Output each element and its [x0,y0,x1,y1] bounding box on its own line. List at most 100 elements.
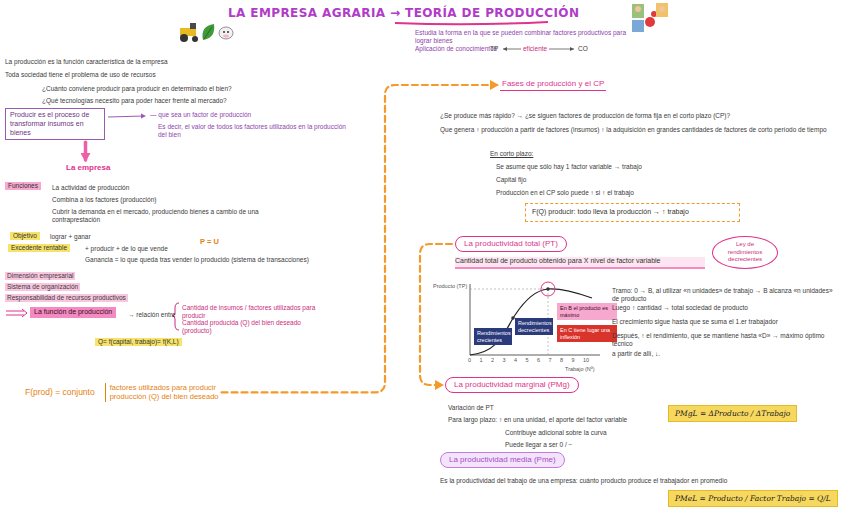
axis-tick-label: 0 [468,357,471,364]
teacher-icons-part [656,3,668,17]
leaf-icon-part [202,24,214,40]
note-text: ¿Qué tecnologías necesito para poder hac… [42,97,227,105]
cow-icon-part [223,31,225,33]
note-text: En corto plazo: [490,150,533,158]
node-text: Q= f(capital, trabajo)= f(K,L) [98,338,179,346]
highlight-tag: Funciones [5,182,41,190]
note-text: Ganancia = lo que queda tras vender lo p… [85,256,315,264]
chart-callout: Rendimientos decrecientes [515,318,553,335]
tp-chart-part [470,355,600,356]
teacher-icons-part [632,20,644,32]
note-text: → relación entre [128,311,176,319]
note-text: Aplicación de conocimientos [415,45,497,53]
note-text: Cantidad de insumos / factores utilizado… [182,304,322,320]
section-heading: Fases de producción y el CP [500,79,606,91]
highlight-tag: Excedente rentable [8,244,70,252]
leaf-icon [202,24,214,40]
formula-box: PMeL = Producto / Factor Trabajo = Q/L [668,490,838,507]
note-text: a partir de allí, ↓. [612,350,660,358]
node-text: Funciones [8,182,38,190]
node-text: Rendimientos decrecientes [518,320,550,333]
node-text: Objetivo [13,232,37,240]
note-text: Para largo plazo: ↑ en una unidad, el ap… [448,416,663,424]
node-text: factores utilizados para producir [105,383,219,392]
axis-tick-label: 3 [503,357,506,364]
section-pill: La productividad total (PT) [455,236,567,252]
highlight-heading: La función de producción [30,307,116,318]
leaf-icon-part [204,27,212,39]
node-text: La empresa [66,163,110,173]
node-text: La productividad media (Pme) [449,455,556,465]
node-text: producción (Q) del bien deseado [105,392,219,401]
note-text: Tramo: 0 → B, al utilizar «n unidades» d… [612,287,840,303]
axis-tick-label: 7 [549,357,552,364]
formula-box: PMgL = ΔProducto / ΔTrabajo [668,405,797,422]
note-text: eficiente [521,45,549,53]
section-pill: La productividad media (Pme) [440,452,565,468]
axis-tick-label: 9 [572,357,575,364]
teacher-icons-part [645,17,655,27]
node-text: Rendimientos crecientes [477,330,509,343]
connector-arrow [420,244,452,385]
note-text: TP [490,45,498,53]
note-text: Contribuye adicional sobre la curva [505,429,607,437]
note-text: Es decir, el valor de todos los factores… [158,123,348,139]
note-text: Combina a los factores (producción) [52,196,156,204]
node-text: Ley de rendimientos decrecientes [720,241,770,264]
note-text: Toda sociedad tiene el problema de uso d… [5,71,156,79]
axis-tick-label: 10 [583,357,589,364]
node-text: Excedente rentable [11,244,67,252]
purple-arrow [108,114,146,119]
chart-callout: En B el producto es máximo [557,303,617,320]
note-text: Producto (TP) [433,283,467,290]
tractor-icon-part [190,23,196,29]
note-text: Después, ↑ el rendimiento, que se mantie… [612,332,840,348]
note-text: lograr + ganar [50,233,91,241]
tp-chart-part [470,284,471,355]
highlight-text: Cantidad total de producto obtenido para… [455,257,705,269]
node-text: En B el producto es máximo [560,305,614,318]
note-text: — que sea un factor de producción [150,111,251,119]
highlight-tag: Objetivo [10,232,40,240]
double-arrow [6,309,27,317]
note-text: CO [578,45,588,53]
note-text: Dimensión empresarial [5,272,75,280]
chart-callout: En C tiene lugar una inflexión [557,325,617,342]
note-text: ¿Se produce más rápido? → ¿se siguen fac… [440,112,820,120]
note-text: P = U [200,237,219,246]
title-underline [395,22,548,24]
node-text: Fases de producción y el CP [502,79,604,89]
section-heading: La empresa [66,163,110,173]
note-text: ¿Cuánto conviene producir para producir … [42,85,232,93]
double-arrow-part [6,311,24,312]
note-text: Estudia la forma en la que se pueden com… [415,29,630,45]
axis-tick-label: 8 [560,357,563,364]
cow-icon-part [223,34,229,37]
axis-tick-label: 6 [537,357,540,364]
dashed-note-box: F(Q) producir: todo lleva la producción … [525,203,740,222]
tractor-icon-part [180,34,188,42]
orange-definition: F(prod) = conjuntofactores utilizados pa… [25,383,219,402]
node-text: En C tiene lugar una inflexión [560,327,614,340]
tp-chart-part [546,287,550,291]
node-text: Cantidad total de producto obtenido para… [455,257,705,266]
cow-icon [219,27,233,39]
tp-chart-part [541,282,555,296]
formula-highlight: Q= f(capital, trabajo)= f(K,L) [95,338,182,346]
node-text: Producir es el proceso de transformar in… [10,111,100,137]
node-text: PMeL = Producto / Factor Trabajo = Q/L [675,494,831,503]
tractor-icon-part [192,36,198,42]
teacher-icons-part [659,6,665,12]
note-text: La actividad de producción [52,184,129,192]
note-text: Es la productividad del trabajo de una e… [440,477,840,485]
node-text: F(Q) producir: todo lleva la producción … [532,208,733,217]
tp-chart-part [470,289,548,290]
axis-tick-label: 2 [491,357,494,364]
axis-tick-label: 4 [514,357,517,364]
tp-co-arrow-part [570,47,574,51]
section-pill: La productividad marginal (PMg) [445,377,579,393]
definition-box: Producir es el proceso de transformar in… [5,108,105,140]
tractor-icon [180,23,198,42]
note-text: Responsabilidad de recursos productivos [5,294,128,302]
note-text: Que genera ↑ producción a partir de fact… [440,126,830,134]
